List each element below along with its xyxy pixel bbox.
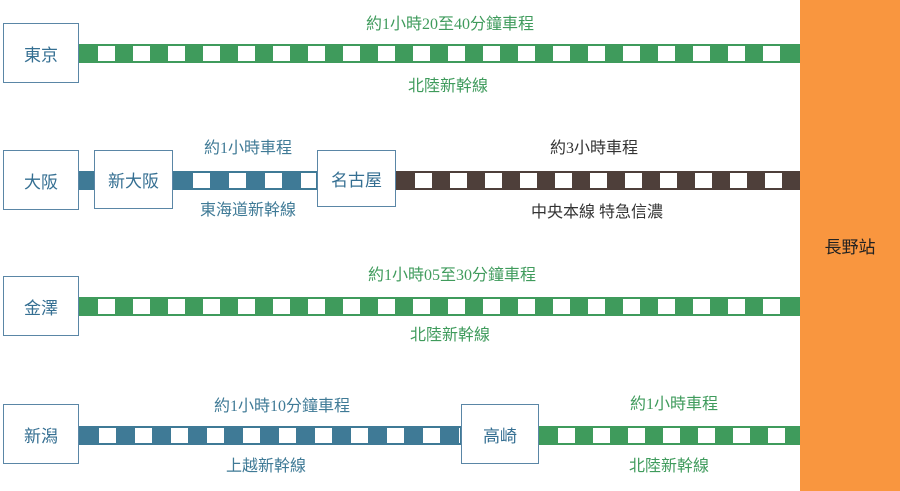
route-line-joetsu: 上越新幹線 (225, 458, 307, 475)
route-time-tokaido: 約1小時車程 (203, 140, 293, 157)
route-time-tokyo: 約1小時20至40分鐘車程 (365, 16, 535, 33)
route-line-tokaido: 東海道新幹線 (199, 202, 297, 219)
station-kanazawa: 金澤 (3, 276, 79, 336)
track-takasaki-hokuriku (538, 426, 800, 445)
route-time-takasaki: 約1小時車程 (629, 396, 719, 413)
route-line-tokyo: 北陸新幹線 (407, 78, 489, 95)
route-time-joetsu: 約1小時10分鐘車程 (213, 398, 351, 415)
track-joetsu (78, 426, 462, 445)
station-niigata: 新潟 (3, 404, 79, 464)
station-takasaki: 高崎 (461, 404, 539, 464)
track-tokyo-hokuriku (78, 44, 800, 63)
route-time-kanazawa: 約1小時05至30分鐘車程 (367, 267, 537, 284)
track-tokaido (172, 171, 318, 190)
track-chuo-shinano (395, 171, 800, 190)
route-line-takasaki: 北陸新幹線 (628, 458, 710, 475)
route-line-chuo: 中央本線 特急信濃 (530, 204, 664, 221)
destination-nagano-station: 長野站 (800, 0, 900, 491)
route-time-chuo: 約3小時車程 (549, 140, 639, 157)
station-osaka: 大阪 (3, 150, 79, 210)
station-nagoya: 名古屋 (317, 150, 396, 207)
station-tokyo: 東京 (3, 23, 79, 83)
route-line-kanazawa: 北陸新幹線 (409, 327, 491, 344)
track-kanazawa-hokuriku (78, 297, 800, 316)
station-shin-osaka: 新大阪 (94, 150, 173, 209)
